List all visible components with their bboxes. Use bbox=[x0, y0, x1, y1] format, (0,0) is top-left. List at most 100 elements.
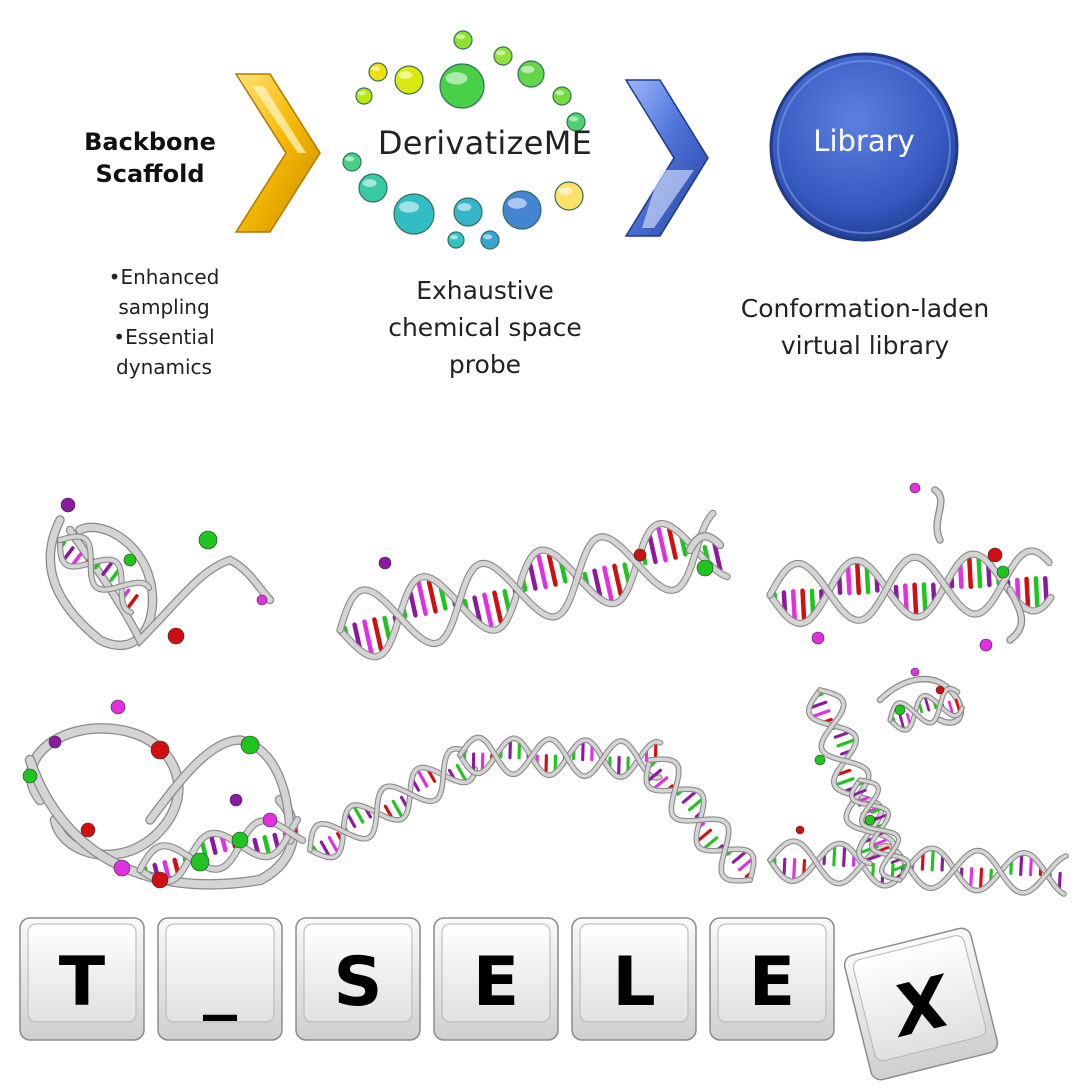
rna-base bbox=[812, 709, 831, 718]
rna-base bbox=[382, 615, 392, 642]
rna-base-cap bbox=[378, 556, 392, 570]
rna-base bbox=[703, 836, 719, 850]
rna-base bbox=[802, 858, 807, 876]
library-description: Conformation-laden virtual library bbox=[710, 290, 1020, 364]
key-label: S bbox=[334, 943, 383, 1022]
rna-base-cap bbox=[151, 871, 169, 889]
rna-structure-helix-long bbox=[307, 734, 757, 884]
rna-base-cap bbox=[229, 793, 243, 807]
rna-base bbox=[656, 526, 668, 563]
arrow-blue-highlight bbox=[642, 170, 694, 228]
rna-base bbox=[592, 568, 603, 598]
rna-base bbox=[969, 867, 974, 888]
rna-base bbox=[352, 622, 362, 650]
rna-base-cap bbox=[80, 822, 96, 838]
chemical-space-bubbles bbox=[342, 30, 586, 250]
rna-base bbox=[527, 562, 538, 591]
rna-base bbox=[482, 592, 494, 628]
bubble bbox=[394, 65, 424, 95]
rna-base-cap bbox=[795, 825, 805, 835]
bubble bbox=[566, 112, 586, 132]
rna-structure-loop-large bbox=[22, 699, 307, 890]
rna-base bbox=[416, 581, 428, 616]
bubble bbox=[480, 230, 500, 250]
rna-base bbox=[408, 590, 418, 618]
rna-base bbox=[1014, 577, 1021, 602]
rna-backbone bbox=[146, 736, 294, 844]
rna-base bbox=[346, 812, 357, 828]
rna-base bbox=[1033, 575, 1040, 609]
backbone-scaffold-label: Backbone Scaffold bbox=[60, 126, 240, 190]
rna-structures bbox=[22, 482, 1069, 897]
rna-base bbox=[646, 768, 663, 782]
rna-base-cap bbox=[814, 754, 826, 766]
library-circle-rim bbox=[777, 60, 951, 234]
rna-base bbox=[864, 853, 882, 862]
rna-base bbox=[940, 854, 945, 872]
rna-base bbox=[438, 585, 448, 611]
rna-base bbox=[612, 563, 624, 597]
rna-structure-helix-right bbox=[766, 482, 1055, 652]
rna-base bbox=[912, 582, 919, 615]
derivatizeme-description: Exhaustive chemical space probe bbox=[360, 272, 610, 383]
bubble bbox=[453, 30, 473, 50]
rna-base bbox=[647, 534, 658, 565]
rna-base-cap bbox=[811, 631, 825, 645]
bubble bbox=[517, 60, 545, 88]
rna-base bbox=[219, 834, 228, 853]
rna-base bbox=[845, 565, 852, 596]
bullet-item-essential: •Essential dynamics bbox=[84, 322, 244, 382]
rna-base-cap bbox=[150, 740, 170, 760]
rna-base bbox=[199, 839, 208, 858]
rna-base bbox=[864, 566, 871, 595]
rna-base-cap bbox=[110, 699, 126, 715]
rna-base-cap bbox=[696, 559, 714, 577]
rna-base bbox=[986, 563, 992, 588]
rna-base bbox=[921, 582, 928, 613]
rna-base bbox=[372, 617, 384, 652]
rna-base bbox=[162, 860, 171, 881]
bubble bbox=[493, 46, 513, 66]
rna-base bbox=[930, 849, 935, 872]
rna-base bbox=[319, 840, 331, 857]
rna-base-cap bbox=[894, 704, 906, 716]
bullet-line1: Essential bbox=[125, 325, 215, 349]
rna-base-cap bbox=[60, 497, 76, 513]
rna-base bbox=[536, 554, 548, 590]
bullet-item-enhanced: •Enhanced sampling bbox=[84, 262, 244, 322]
rna-base bbox=[737, 858, 754, 872]
rna-base bbox=[696, 828, 713, 842]
bubble bbox=[439, 63, 485, 109]
rna-base bbox=[898, 714, 906, 730]
bubble bbox=[552, 86, 572, 106]
key-label: E bbox=[749, 943, 795, 1022]
rna-base bbox=[920, 852, 925, 871]
rna-base bbox=[653, 776, 669, 790]
desc-line2: chemical space bbox=[388, 313, 582, 342]
rna-base bbox=[209, 834, 218, 855]
rna-base-cap bbox=[113, 859, 131, 877]
library-circle bbox=[769, 52, 959, 242]
rna-base-cap bbox=[167, 627, 185, 645]
rna-base bbox=[872, 838, 887, 847]
bubble bbox=[554, 181, 584, 211]
rna-structure-hairpin-small bbox=[45, 497, 275, 651]
rna-base bbox=[954, 698, 961, 713]
rna-base-cap bbox=[123, 553, 137, 567]
rna-base bbox=[681, 790, 697, 804]
rna-base-cap bbox=[48, 735, 62, 749]
rna-base bbox=[836, 738, 856, 748]
rna-base bbox=[62, 546, 75, 562]
bubble bbox=[453, 197, 483, 227]
rna-structure-helix-middle bbox=[336, 509, 731, 661]
rna-backbone-outline bbox=[65, 525, 275, 648]
rna-base bbox=[416, 769, 429, 788]
key-l: L bbox=[571, 917, 697, 1041]
key-t: T bbox=[19, 917, 145, 1041]
lib-desc-line2: virtual library bbox=[780, 331, 950, 360]
rna-backbone bbox=[67, 527, 273, 646]
rna-base bbox=[353, 806, 365, 824]
rna-base bbox=[842, 846, 847, 867]
